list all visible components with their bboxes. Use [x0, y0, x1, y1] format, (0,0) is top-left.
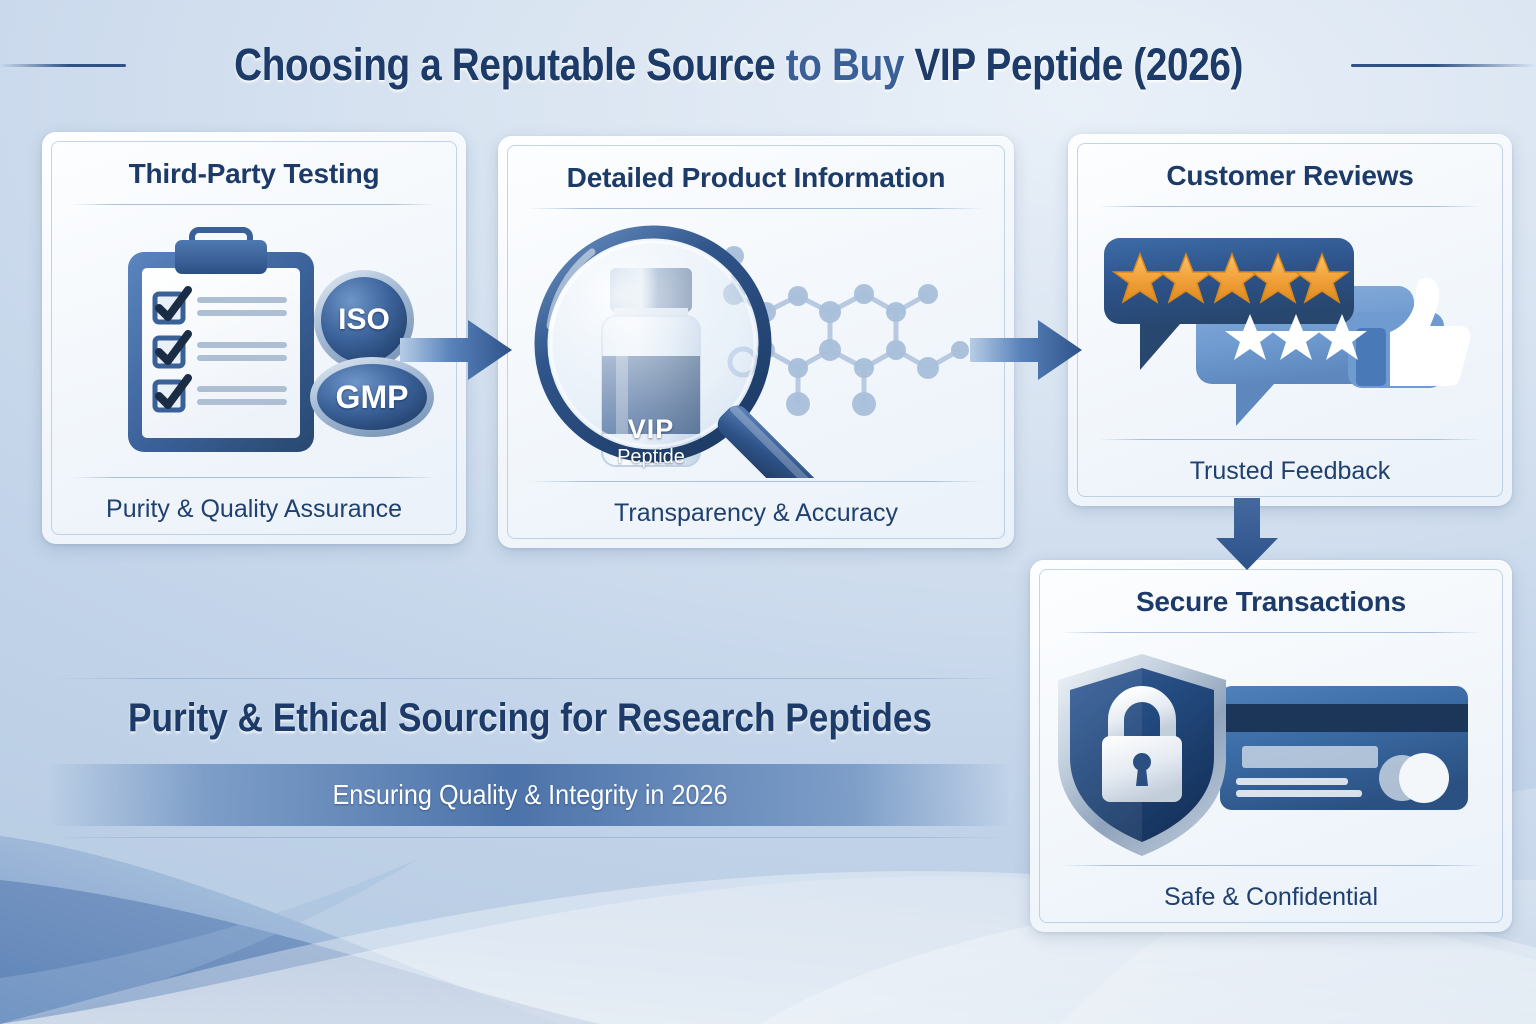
card-divider [1098, 439, 1482, 440]
banner-subtitle: Ensuring Quality & Integrity in 2026 [332, 779, 728, 810]
magnifier-vial-icon: VIP Peptide [498, 216, 1014, 513]
card-footer: Purity & Quality Assurance [106, 495, 402, 523]
arrow-reviews-to-secure [1208, 498, 1286, 577]
title-rule-right [1351, 63, 1536, 67]
card-divider [528, 481, 984, 482]
card-divider [72, 477, 436, 478]
card-title: Third-Party Testing [128, 158, 380, 189]
card-title: Customer Reviews [1166, 160, 1414, 191]
card-secure-transactions[interactable]: Secure Transactions [1030, 560, 1512, 932]
page-title-part3: VIP Peptide (2026) [914, 39, 1244, 90]
banner-headline-part1: Purity & Ethical Sourcing [128, 696, 561, 740]
card-divider [1060, 865, 1482, 866]
arrow-product-to-reviews [968, 312, 1086, 393]
card-footer: Trusted Feedback [1189, 457, 1391, 485]
vial-label-vip: VIP [627, 414, 675, 444]
card-customer-reviews[interactable]: Customer Reviews [1068, 134, 1512, 506]
page-title: Choosing a Reputable Source to Buy VIP P… [234, 39, 1243, 91]
clipboard-checklist-icon: ISO GMP [42, 212, 466, 472]
page-title-part2: to Buy [785, 39, 915, 90]
card-divider [1098, 206, 1482, 207]
card-footer: Safe & Confidential [1163, 883, 1379, 911]
banner-headline-part2: for Research Peptides [560, 696, 932, 740]
card-detailed-product-information[interactable]: Detailed Product Information [498, 136, 1014, 548]
banner-rule-bottom [52, 837, 1008, 838]
banner-headline: Purity & Ethical Sourcing for Research P… [109, 696, 950, 741]
card-divider [528, 208, 984, 209]
page-title-row: Choosing a Reputable Source to Buy VIP P… [0, 28, 1536, 102]
shield-lock-creditcard-icon [1030, 640, 1512, 860]
banner-band: Ensuring Quality & Integrity in 2026 [52, 764, 1008, 826]
vial-label-peptide: Peptide [617, 446, 685, 468]
card-divider [72, 204, 436, 205]
title-rule-left [0, 63, 127, 67]
review-bubbles-thumbsup-icon [1068, 214, 1512, 434]
bottom-banner: Purity & Ethical Sourcing for Research P… [52, 676, 1008, 842]
card-footer: Transparency & Accuracy [614, 499, 898, 527]
card-title: Detailed Product Information [566, 162, 946, 193]
card-title: Secure Transactions [1135, 586, 1407, 617]
arrow-testing-to-product [398, 312, 516, 393]
page-title-part1: Choosing a Reputable Source [234, 39, 786, 90]
card-divider [1060, 632, 1482, 633]
banner-rule-top [52, 678, 1008, 679]
